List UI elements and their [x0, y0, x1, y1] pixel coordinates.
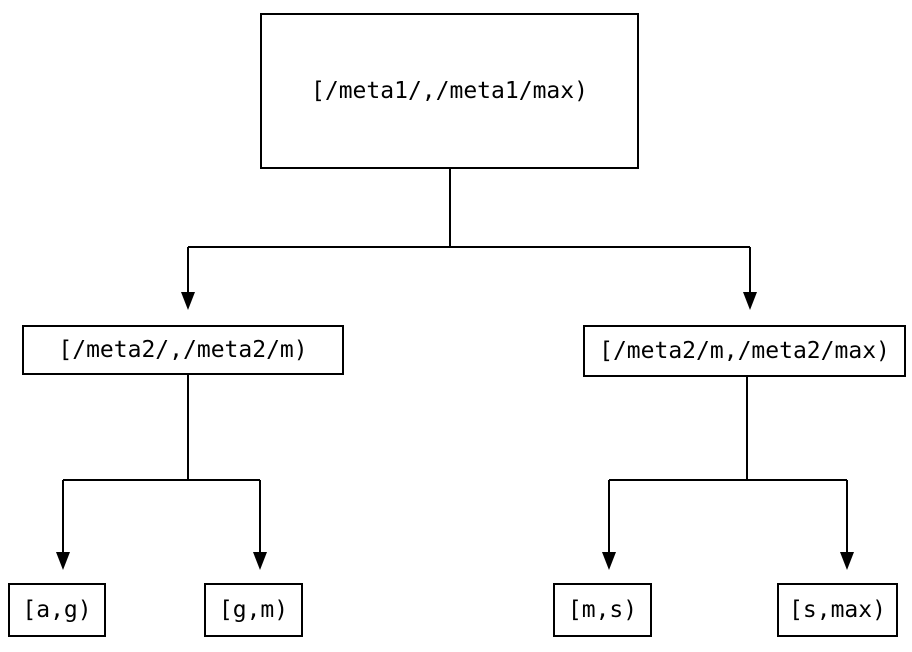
arrowhead-leaf-3-icon	[602, 552, 616, 570]
node-root-label: [/meta1/,/meta1/max)	[311, 78, 588, 104]
arrowhead-branch-right-icon	[743, 292, 757, 310]
node-leaf-3-label: [m,s)	[567, 597, 638, 623]
node-branch-left: [/meta2/,/meta2/m)	[22, 325, 344, 375]
node-leaf-1: [a,g)	[8, 583, 106, 637]
node-leaf-2-label: [g,m)	[218, 597, 289, 623]
arrowhead-branch-left-icon	[181, 292, 195, 310]
node-branch-right: [/meta2/m,/meta2/max)	[583, 325, 906, 377]
node-leaf-3: [m,s)	[553, 583, 652, 637]
node-branch-right-label: [/meta2/m,/meta2/max)	[599, 338, 890, 364]
node-branch-left-label: [/meta2/,/meta2/m)	[58, 337, 308, 363]
arrowhead-leaf-1-icon	[56, 552, 70, 570]
arrowhead-leaf-4-icon	[840, 552, 854, 570]
node-leaf-1-label: [a,g)	[22, 597, 92, 623]
node-leaf-4-label: [s,max)	[789, 597, 886, 623]
arrowhead-leaf-2-icon	[253, 552, 267, 570]
node-leaf-2: [g,m)	[204, 583, 303, 637]
node-root: [/meta1/,/meta1/max)	[260, 13, 639, 169]
node-leaf-4: [s,max)	[777, 583, 898, 637]
